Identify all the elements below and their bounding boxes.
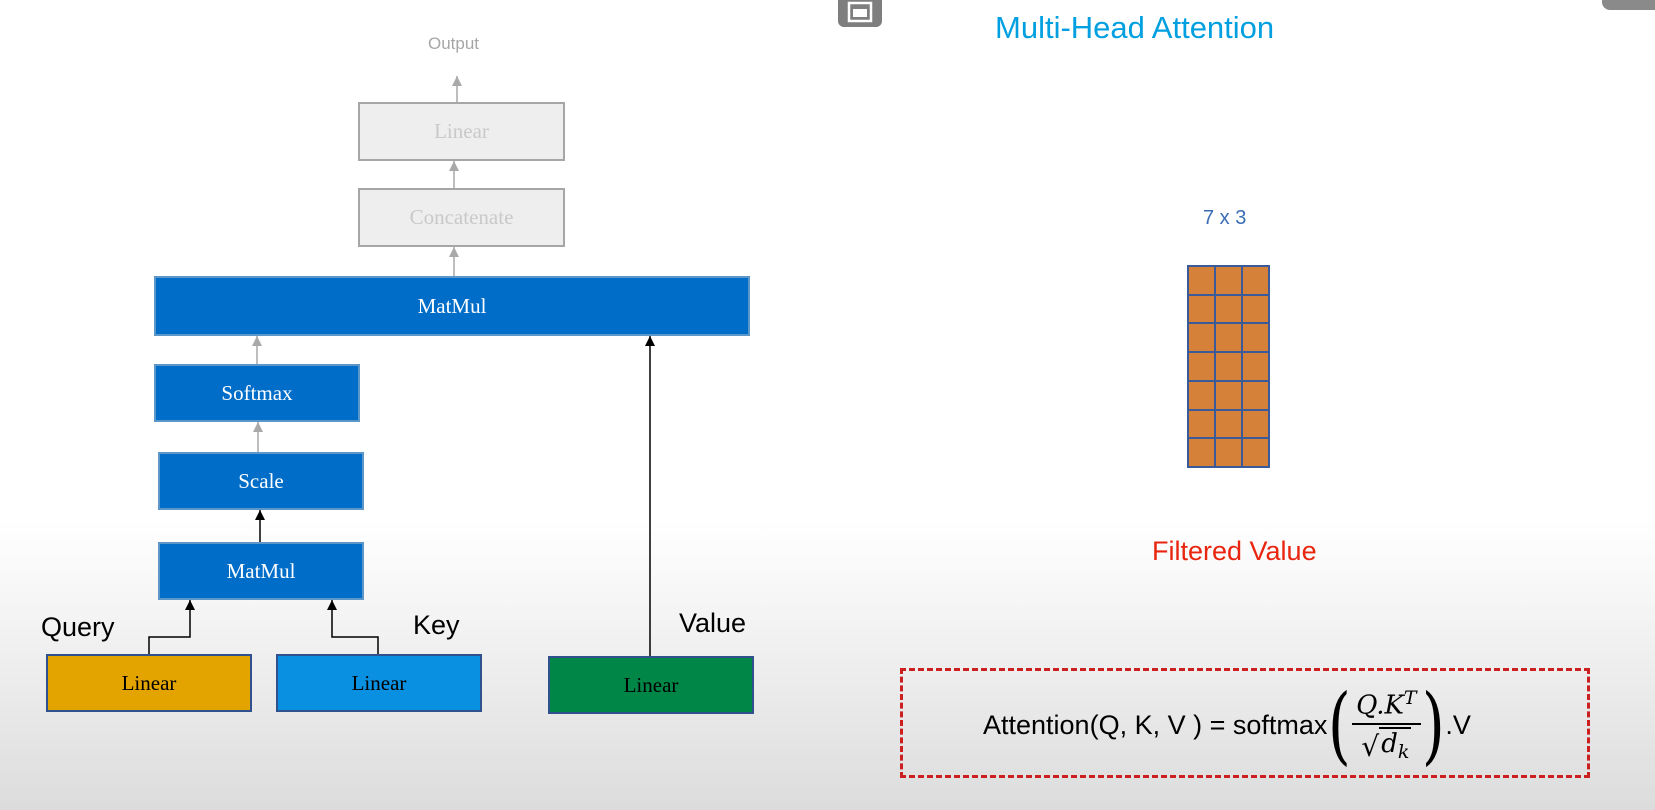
matrix-cell [1188,266,1215,295]
filtered-value-label: Filtered Value [1152,536,1317,566]
left-paren: ( [1328,676,1352,774]
softmax-block: Softmax [154,364,360,422]
linear-top-block: Linear [358,102,565,161]
attention-formula: Attention(Q, K, V ) = softmax ( Q.KT √ d… [983,679,1471,771]
denominator-text: d [1381,728,1398,759]
matrix-cell [1215,409,1242,439]
matrix-cell [1242,266,1269,295]
arrow-key-to-matmul [331,600,379,654]
matrix-cell [1188,294,1215,324]
page-title: Multi-Head Attention [995,10,1275,45]
denominator-sub: k [1397,740,1410,763]
denominator-radicand: dk [1379,726,1412,763]
formula-fraction: Q.KT √ dk [1352,687,1421,763]
matrix-cell [1188,380,1215,410]
matrix-cell [1188,438,1215,467]
matrix-cell [1188,409,1215,439]
formula-lhs: Attention(Q, K, V ) = softmax [983,709,1328,740]
sqrt-icon: √ [1361,729,1380,763]
matmul-bottom-block: MatMul [158,542,364,600]
fraction-bar [1352,722,1421,725]
formula-denominator: √ dk [1361,725,1412,763]
linear-value-block: Linear [548,656,754,714]
matmul-top-block: MatMul [154,276,750,336]
window-icon-glyph [847,1,873,23]
matrix-cell [1215,323,1242,353]
matrix-cell [1242,409,1269,439]
numerator-sup: T [1403,687,1417,710]
window-icon[interactable] [838,0,882,27]
query-label: Query [41,612,115,642]
formula-tail: .V [1445,709,1471,740]
matrix-cell [1242,438,1269,467]
matrix-cell [1188,352,1215,381]
numerator-text: Q.K [1356,690,1404,721]
attention-formula-box: Attention(Q, K, V ) = softmax ( Q.KT √ d… [900,668,1590,778]
linear-key-block: Linear [276,654,482,712]
linear-query-block: Linear [46,654,252,712]
concatenate-block: Concatenate [358,188,565,247]
value-matrix [1187,265,1270,468]
matrix-cell [1215,438,1242,467]
matrix-size-label: 7 x 3 [1203,207,1247,229]
corner-button[interactable] [1602,0,1655,10]
arrow-query-to-matmul [148,600,191,654]
matrix-cell [1242,323,1269,353]
output-label: Output [428,34,480,53]
matrix-cell [1242,352,1269,381]
formula-numerator: Q.KT [1352,687,1420,723]
right-paren: ) [1421,676,1445,774]
matrix-cell [1215,380,1242,410]
matrix-cell [1242,380,1269,410]
matrix-cell [1215,352,1242,381]
key-label: Key [413,610,460,640]
scale-block: Scale [158,452,364,510]
matrix-cell [1215,294,1242,324]
matrix-cell [1188,323,1215,353]
value-label: Value [679,608,747,638]
matrix-cell [1242,294,1269,324]
matrix-cell [1215,266,1242,295]
